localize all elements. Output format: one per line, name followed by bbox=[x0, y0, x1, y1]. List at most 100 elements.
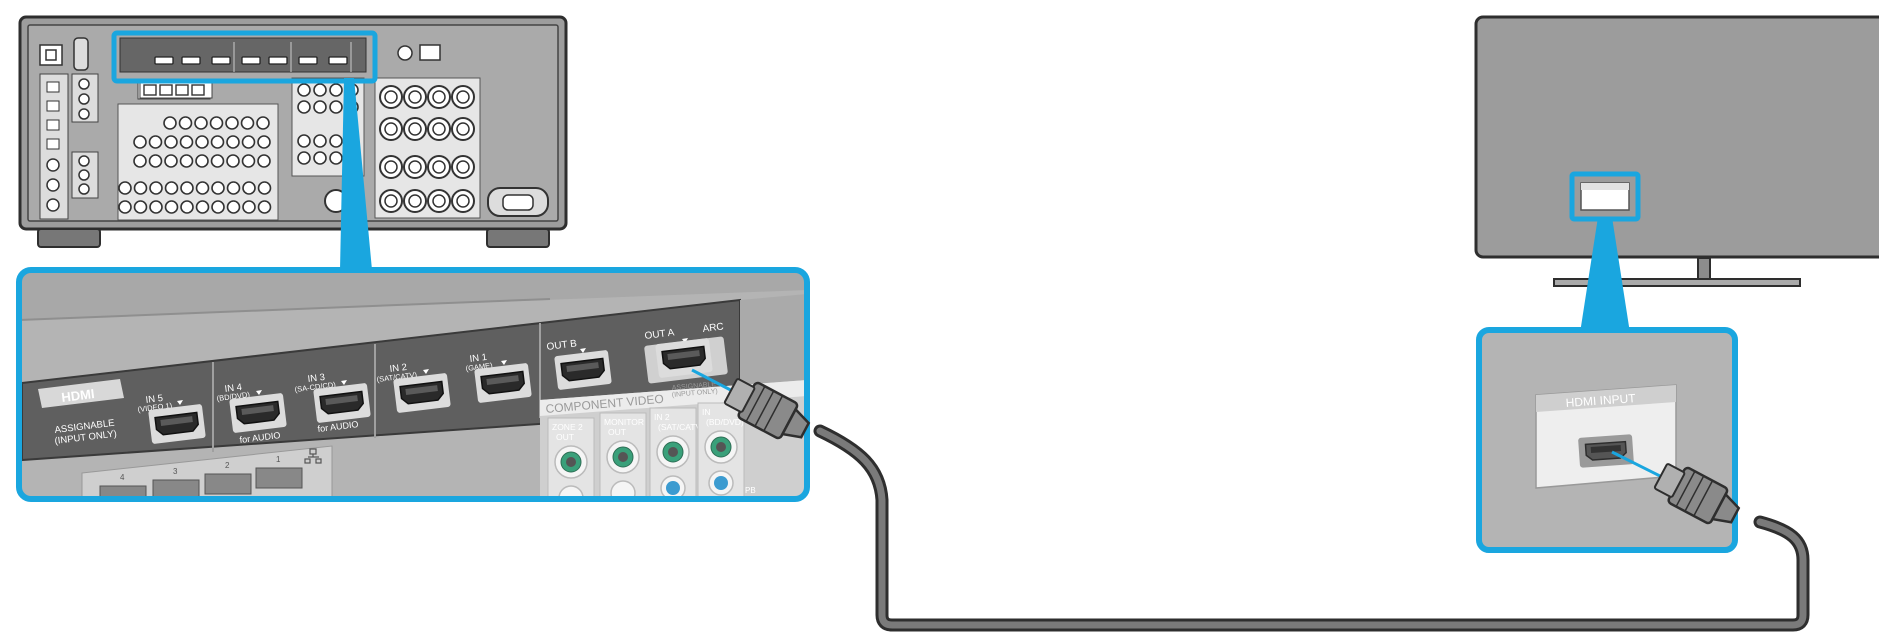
rca-jack-icon bbox=[259, 182, 271, 194]
rca-jack-icon bbox=[404, 156, 426, 178]
rca-jack-icon bbox=[380, 86, 402, 108]
hdmi-port-out-a[interactable] bbox=[655, 338, 713, 378]
rca-jack-icon bbox=[298, 152, 310, 164]
rca-jack-icon bbox=[380, 156, 402, 178]
rca-jack-icon bbox=[197, 182, 209, 194]
rca-jack-icon bbox=[259, 201, 271, 213]
rca-jack-icon bbox=[165, 136, 177, 148]
lan-port-number: 3 bbox=[173, 467, 178, 476]
hdmi-port-in2[interactable] bbox=[393, 373, 451, 413]
rca-jack-icon bbox=[134, 155, 146, 167]
rca-jack-icon bbox=[243, 136, 255, 148]
rca-jack-icon bbox=[119, 201, 131, 213]
rca-jack-icon bbox=[314, 84, 326, 96]
component-col-sub-label: (SAT/CATV) bbox=[658, 422, 704, 432]
lan-port-number: 1 bbox=[276, 455, 281, 464]
rca-jack-icon bbox=[227, 136, 239, 148]
lan-port-number: 2 bbox=[225, 461, 230, 470]
component-col-sub-label: OUT bbox=[608, 427, 626, 437]
rca-jack-icon bbox=[228, 201, 240, 213]
rca-jack-icon bbox=[212, 201, 224, 213]
rca-jack-icon bbox=[452, 156, 474, 178]
rca-jack-icon bbox=[330, 135, 342, 147]
rca-jack-icon bbox=[242, 117, 254, 129]
rca-jack-icon bbox=[181, 182, 193, 194]
rca-jack-icon bbox=[196, 136, 208, 148]
rca-jack-icon bbox=[181, 136, 193, 148]
rca-jack-icon bbox=[330, 101, 342, 113]
rca-jack-icon bbox=[243, 155, 255, 167]
component-col-sub-label: (BD/DVD) bbox=[706, 417, 744, 427]
hdmi-port-out-b[interactable] bbox=[554, 350, 612, 390]
component-col-label: ZONE 2 bbox=[552, 422, 583, 432]
rca-jack-icon bbox=[150, 155, 162, 167]
component-col-sub-label: OUT bbox=[556, 432, 574, 442]
rca-jack-icon bbox=[165, 155, 177, 167]
rca-jack-icon bbox=[119, 182, 131, 194]
rca-jack-icon bbox=[166, 201, 178, 213]
hdmi-port-in1[interactable] bbox=[474, 363, 532, 403]
rca-jack-icon bbox=[181, 201, 193, 213]
hdmi-port-in5[interactable] bbox=[148, 404, 206, 444]
rca-jack-icon bbox=[164, 117, 176, 129]
lan-port-number: 4 bbox=[120, 473, 125, 482]
rca-jack-icon bbox=[428, 190, 450, 212]
receiver-foot-right bbox=[487, 229, 549, 247]
component-col-label: IN 2 bbox=[654, 412, 670, 422]
rca-jack-icon bbox=[404, 86, 426, 108]
pb-label: PB bbox=[745, 486, 756, 495]
rca-jack-icon bbox=[211, 117, 223, 129]
rca-jack-icon bbox=[180, 117, 192, 129]
rca-jack-icon bbox=[314, 135, 326, 147]
lan-port[interactable] bbox=[205, 474, 251, 494]
rca-jack-icon bbox=[298, 135, 310, 147]
rca-jack-icon bbox=[330, 84, 342, 96]
rca-jack-icon bbox=[428, 156, 450, 178]
rca-jack-icon bbox=[212, 136, 224, 148]
receiver-rear-panel bbox=[20, 17, 566, 247]
rca-jack-icon bbox=[135, 201, 147, 213]
rca-jack-icon bbox=[428, 118, 450, 140]
rca-jack-icon bbox=[314, 101, 326, 113]
rca-jack-icon bbox=[226, 117, 238, 129]
rca-jack-icon bbox=[228, 182, 240, 194]
rca-jack-icon bbox=[428, 86, 450, 108]
rca-jack-icon bbox=[150, 201, 162, 213]
rca-jack-icon bbox=[195, 117, 207, 129]
lan-port[interactable] bbox=[256, 468, 302, 488]
rca-jack-icon bbox=[212, 155, 224, 167]
rca-jack-icon bbox=[166, 182, 178, 194]
hdmi-port-in3[interactable] bbox=[313, 383, 371, 423]
rca-jack-icon bbox=[330, 152, 342, 164]
rca-jack-icon bbox=[227, 155, 239, 167]
rca-jack-icon bbox=[135, 182, 147, 194]
rca-jack-icon bbox=[452, 190, 474, 212]
rca-jack-icon bbox=[150, 136, 162, 148]
rca-jack-icon bbox=[134, 136, 146, 148]
rca-jack-icon bbox=[243, 182, 255, 194]
rca-jack-icon bbox=[380, 190, 402, 212]
tv-body bbox=[1476, 17, 1879, 257]
rca-jack-icon bbox=[298, 84, 310, 96]
hdmi-port-in4[interactable] bbox=[229, 393, 287, 433]
rca-jack-icon bbox=[404, 118, 426, 140]
rca-jack-icon bbox=[380, 118, 402, 140]
rca-jack-icon bbox=[314, 152, 326, 164]
rca-jack-icon bbox=[181, 155, 193, 167]
component-col-label: IN bbox=[702, 407, 711, 417]
receiver-zoom-panel: HDMI ASSIGNABLE (INPUT ONLY) IN 5 (VIDEO… bbox=[19, 270, 807, 528]
tv bbox=[1476, 17, 1879, 286]
component-col-label: MONITOR bbox=[604, 417, 644, 427]
rca-jack-icon bbox=[298, 101, 310, 113]
rca-jack-icon bbox=[197, 201, 209, 213]
hdmi-port-icon bbox=[1578, 434, 1634, 468]
rca-jack-icon bbox=[404, 190, 426, 212]
rca-jack-icon bbox=[452, 86, 474, 108]
rca-jack-icon bbox=[243, 201, 255, 213]
rca-jack-icon bbox=[212, 182, 224, 194]
rca-jack-icon bbox=[257, 117, 269, 129]
receiver-foot-left bbox=[38, 229, 100, 247]
rca-jack-icon bbox=[258, 155, 270, 167]
